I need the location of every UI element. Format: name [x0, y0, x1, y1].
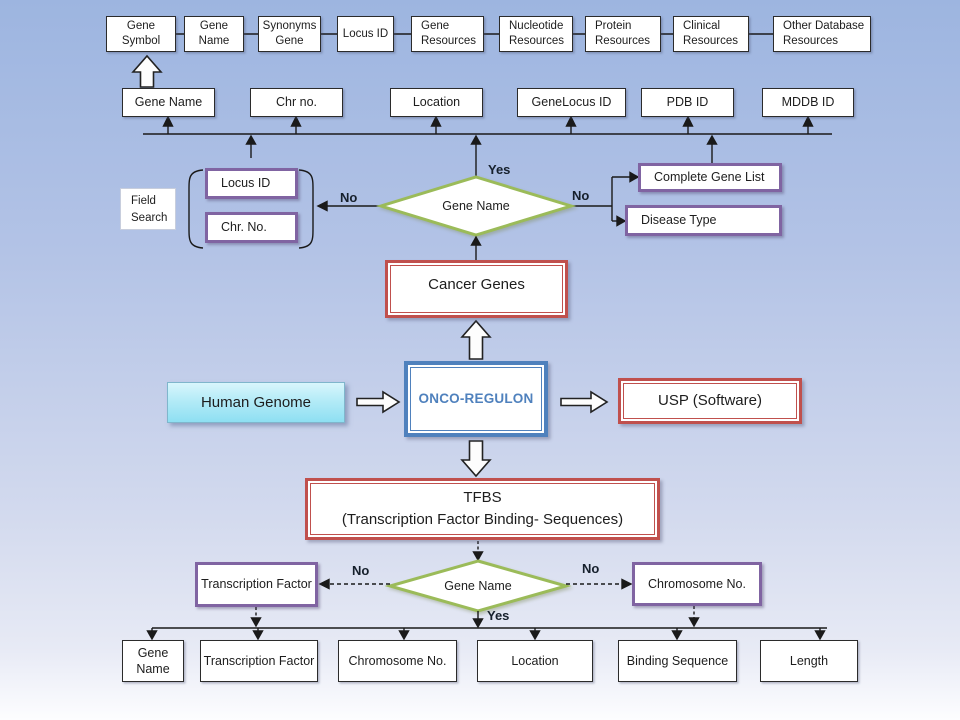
field-box-mddb-id: MDDB ID	[762, 88, 854, 117]
db-box-other-database-resources: Other Database Resources	[773, 16, 871, 52]
db-box-gene-resources: Gene Resources	[411, 16, 484, 52]
transcription-factor-box: Transcription Factor	[195, 562, 318, 607]
db-box-clinical-resources: Clinical Resources	[673, 16, 749, 52]
block-arrow-right-usp	[560, 390, 609, 414]
bus2-to-field-arrows	[146, 628, 826, 641]
usp-software-label: USP (Software)	[658, 392, 762, 410]
tfbs-no-label-right: No	[582, 561, 600, 576]
tfbs-yes-label: Yes	[487, 608, 510, 623]
bracket-right	[298, 169, 314, 249]
tfbs-decision-label: Gene Name	[444, 579, 512, 593]
usp-software-box: USP (Software)	[618, 378, 802, 424]
tfbs-field-location: Location	[477, 640, 593, 682]
field-box-pdb-id: PDB ID	[641, 88, 734, 117]
disease-type-box: Disease Type	[625, 205, 782, 236]
tfbs-field-chromosome-no: Chromosome No.	[338, 640, 457, 682]
tfbs-field-gene-name: Gene Name	[122, 640, 184, 682]
onco-regulon-box: ONCO-REGULON	[404, 361, 548, 437]
arrows-into-bus	[245, 134, 718, 177]
tfbs-field-binding-sequence: Binding Sequence	[618, 640, 737, 682]
chromosome-no-box: Chromosome No.	[632, 562, 762, 606]
tfbs-no-left-arrow	[318, 578, 390, 590]
block-arrow-right-onco	[356, 390, 401, 414]
cancer-to-decision-arrow	[470, 235, 482, 260]
complete-gene-list-box: Complete Gene List	[638, 163, 782, 192]
bracket-left	[188, 169, 204, 249]
cancer-genes-box: Cancer Genes	[385, 260, 568, 318]
field-search-option-chr-no: Chr. No.	[205, 212, 298, 243]
field-box-location: Location	[390, 88, 483, 117]
gene-name-decision-diamond	[375, 175, 577, 237]
yes-label-top: Yes	[488, 162, 511, 177]
tfbs-field-length: Length	[760, 640, 858, 682]
human-genome-label: Human Genome	[200, 394, 312, 411]
db-box-gene-name: Gene Name	[184, 16, 244, 52]
block-arrow-up-cancer	[460, 319, 492, 360]
cancer-genes-label: Cancer Genes	[428, 276, 525, 293]
tfbs-to-decision-arrow	[472, 541, 484, 562]
field-search-option-locus-id: Locus ID	[205, 168, 298, 199]
tfbs-title: TFBS	[463, 489, 502, 507]
field-search-label: Field Search	[120, 188, 176, 230]
db-box-synonyms-gene: Synonyms Gene	[258, 16, 321, 52]
field-box-gene-name: Gene Name	[122, 88, 215, 117]
tfbs-yes-arrow	[472, 611, 484, 629]
chromosome-box-drop-arrow	[688, 606, 700, 628]
field-box-chr-no: Chr no.	[250, 88, 343, 117]
tfbs-no-label-left: No	[352, 563, 370, 578]
onco-regulon-label: ONCO-REGULON	[418, 391, 534, 407]
tf-box-drop-arrow	[250, 607, 262, 628]
tfbs-box: TFBS (Transcription Factor Binding- Sequ…	[305, 478, 660, 540]
human-genome-box: Human Genome	[167, 382, 345, 423]
no-right-branch	[571, 171, 640, 227]
db-box-locus-id: Locus ID	[337, 16, 394, 52]
bus-to-field-arrows	[162, 115, 814, 134]
tfbs-field-transcription-factor: Transcription Factor	[200, 640, 318, 682]
db-box-gene-symbol: Gene Symbol	[106, 16, 176, 52]
no-left-arrow	[316, 200, 381, 212]
no-label-right: No	[572, 188, 590, 203]
block-arrow-up-gene-symbol	[131, 54, 163, 88]
db-box-protein-resources: Protein Resources	[585, 16, 661, 52]
field-box-genelocus-id: GeneLocus ID	[517, 88, 626, 117]
no-label-left: No	[340, 190, 358, 205]
db-box-nucleotide-resources: Nucleotide Resources	[499, 16, 573, 52]
block-arrow-down-tfbs	[460, 440, 492, 478]
gene-name-decision-label: Gene Name	[442, 199, 510, 213]
tfbs-subtitle: (Transcription Factor Binding- Sequences…	[341, 511, 624, 528]
tfbs-no-right-arrow	[566, 578, 633, 590]
